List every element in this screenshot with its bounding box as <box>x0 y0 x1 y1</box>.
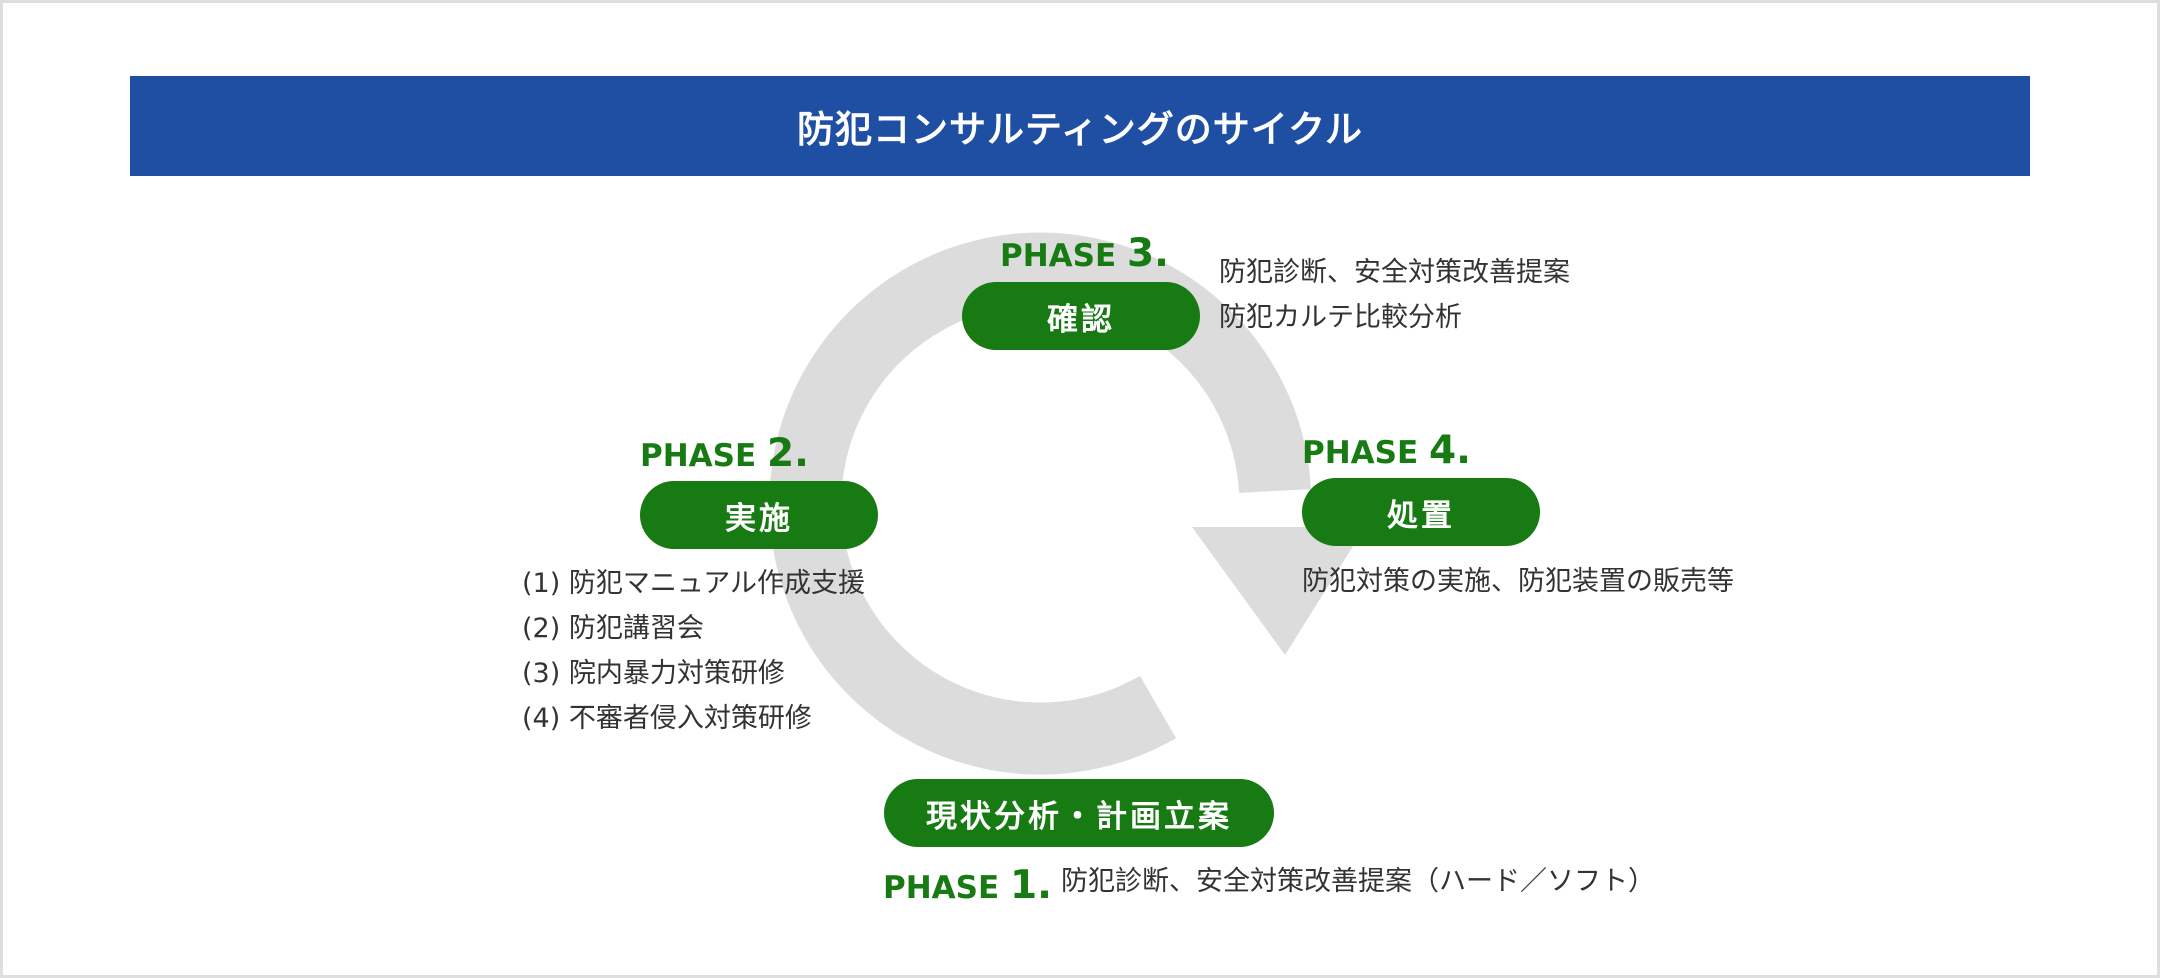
phase-3-detail-1: 防犯診断、安全対策改善提案 <box>1219 257 1570 288</box>
phase-3-word: PHASE <box>1000 238 1117 274</box>
phase-1-name: 現状分析・計画立案 <box>926 798 1232 835</box>
phase-2-word: PHASE <box>640 438 757 474</box>
phase-1-details: 防犯診断、安全対策改善提案（ハード／ソフト） <box>1061 859 1655 904</box>
phase-3-name: 確認 <box>1047 301 1115 338</box>
phase-3-details: 防犯診断、安全対策改善提案 防犯カルテ比較分析 <box>1219 250 1570 340</box>
phase-4-label: PHASE 4. <box>1302 431 1471 470</box>
phase-1-label: PHASE 1. <box>883 866 1052 905</box>
phase-4-detail-1: 防犯対策の実施、防犯装置の販売等 <box>1302 566 1734 597</box>
page-title: 防犯コンサルティングのサイクル <box>797 108 1363 151</box>
phase-1-pill: 現状分析・計画立案 <box>884 779 1274 847</box>
phase-3-label: PHASE 3. <box>1000 234 1169 273</box>
phase-3-pill: 確認 <box>962 282 1200 350</box>
phase-2-label: PHASE 2. <box>640 434 809 473</box>
phase-3-number: 3. <box>1126 231 1169 276</box>
phase-1-word: PHASE <box>883 870 1000 906</box>
phase-1-detail-1: 防犯診断、安全対策改善提案（ハード／ソフト） <box>1061 866 1655 897</box>
phase-4-pill: 処置 <box>1302 478 1540 546</box>
page-title-banner: 防犯コンサルティングのサイクル <box>130 76 2030 176</box>
phase-4-name: 処置 <box>1387 497 1455 534</box>
phase-2-detail-1: (1) 防犯マニュアル作成支援 <box>522 568 866 599</box>
cycle-arrowhead <box>1192 527 1365 655</box>
phase-4-details: 防犯対策の実施、防犯装置の販売等 <box>1302 559 1734 604</box>
phase-4-number: 4. <box>1428 428 1471 473</box>
phase-2-detail-2: (2) 防犯講習会 <box>522 613 704 644</box>
phase-4-word: PHASE <box>1302 435 1419 471</box>
phase-2-number: 2. <box>766 431 809 476</box>
phase-2-name: 実施 <box>725 500 793 537</box>
phase-3-detail-2: 防犯カルテ比較分析 <box>1219 302 1462 333</box>
phase-1-number: 1. <box>1009 863 1052 908</box>
phase-2-pill: 実施 <box>640 481 878 549</box>
phase-2-detail-3: (3) 院内暴力対策研修 <box>522 658 785 689</box>
phase-2-detail-4: (4) 不審者侵入対策研修 <box>522 703 812 734</box>
phase-2-details: (1) 防犯マニュアル作成支援 (2) 防犯講習会 (3) 院内暴力対策研修 (… <box>522 561 865 741</box>
